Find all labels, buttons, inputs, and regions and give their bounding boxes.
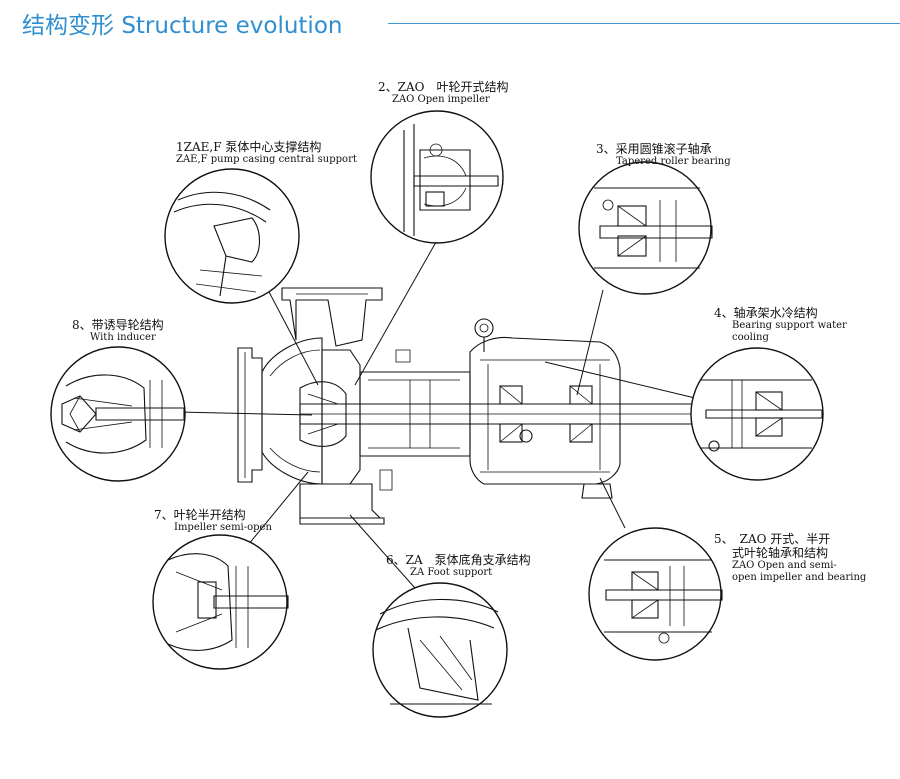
callout-5: 5、 ZAO 开式、半开 式叶轮轴承和结构 ZAO Open and semi-…	[714, 532, 866, 584]
callout-2: 2、ZAO 叶轮开式结构 ZAO Open impeller	[378, 80, 508, 106]
page-title: 结构变形 Structure evolution	[22, 6, 342, 40]
callout-1-en: ZAE,F pump casing central support	[176, 154, 357, 165]
callout-4-en-1: Bearing support water	[732, 320, 847, 331]
callout-7: 7、叶轮半开结构 Impeller semi-open	[154, 508, 272, 534]
callout-4: 4、轴承架水冷结构 Bearing support water cooling	[714, 306, 847, 344]
callout-2-en: ZAO Open impeller	[392, 94, 490, 105]
callout-4-en-2: cooling	[732, 332, 769, 343]
callout-6: 6、ZA 泵体底角支承结构 ZA Foot support	[386, 553, 531, 579]
callout-7-en: Impeller semi-open	[174, 522, 272, 533]
detail-view-8	[50, 346, 186, 482]
callout-3: 3、采用圆锥滚子轴承 Tapered roller bearing	[596, 142, 731, 168]
title-english: Structure evolution	[121, 13, 343, 39]
detail-view-6	[372, 582, 508, 718]
callout-8: 8、带诱导轮结构 With inducer	[72, 318, 164, 344]
callout-8-en: With inducer	[90, 332, 156, 343]
callout-7-cn: 7、叶轮半开结构	[154, 508, 246, 522]
callout-1: 1ZAE,F 泵体中心支撑结构 ZAE,F pump casing centra…	[176, 140, 357, 166]
title-chinese: 结构变形	[22, 13, 114, 39]
callout-5-cn-1: 5、 ZAO 开式、半开	[714, 532, 831, 546]
callout-5-en-2: open impeller and bearing	[732, 572, 867, 583]
callout-5-en-1: ZAO Open and semi-	[732, 560, 837, 571]
callout-3-en: Tapered roller bearing	[616, 156, 731, 167]
detail-view-2	[370, 110, 504, 244]
callout-4-cn: 4、轴承架水冷结构	[714, 306, 818, 320]
title-divider	[388, 23, 900, 24]
callout-2-cn: 2、ZAO 叶轮开式结构	[378, 80, 509, 94]
detail-view-5	[588, 527, 723, 661]
callout-6-cn: 6、ZA 泵体底角支承结构	[386, 553, 531, 567]
detail-view-7	[152, 534, 289, 670]
callout-1-cn: 1ZAE,F 泵体中心支撑结构	[176, 140, 322, 154]
callout-5-cn-2: 式叶轮轴承和结构	[732, 546, 829, 560]
callout-8-cn: 8、带诱导轮结构	[72, 318, 164, 332]
detail-view-1	[164, 168, 300, 304]
callout-6-en: ZA Foot support	[410, 567, 493, 578]
main-pump-assembly	[237, 287, 731, 525]
callout-3-cn: 3、采用圆锥滚子轴承	[596, 142, 712, 156]
detail-view-3	[578, 161, 713, 295]
detail-view-4	[690, 347, 824, 481]
